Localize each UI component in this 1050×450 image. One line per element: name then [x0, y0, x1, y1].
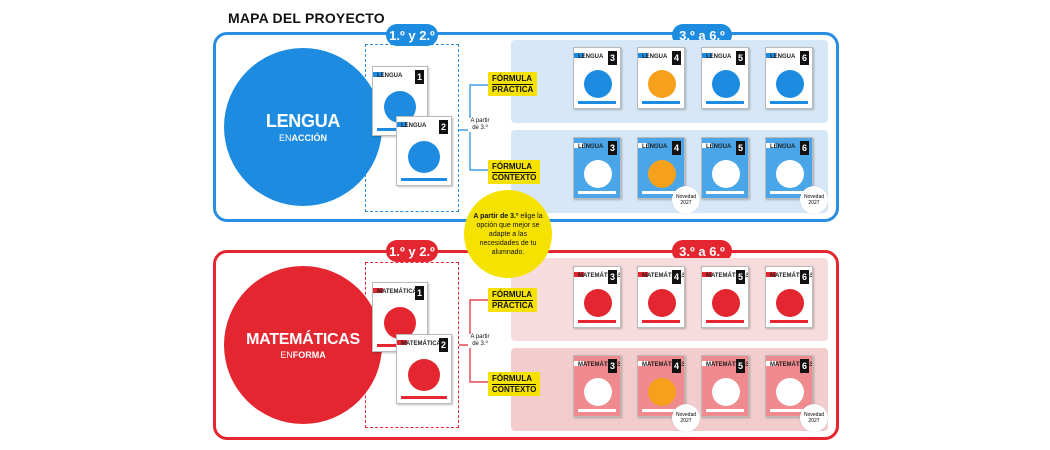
- choice-note-circle: A partir de 3.º elige la opción que mejo…: [464, 190, 552, 278]
- pencil-icon: [584, 70, 612, 98]
- matematicas-brand-circle: MATEMÁTICAS ENFORMA: [224, 266, 382, 424]
- ping-pong-icon: [648, 378, 676, 406]
- lengua-early-grades-badge: 1.º y 2.º: [386, 24, 438, 46]
- ping-pong-icon: [648, 289, 676, 317]
- hand-icon: [584, 160, 612, 188]
- matematicas-late-grades-badge: 3.º a 6.º: [672, 240, 732, 262]
- book-matematicas-2: MATEMÁTICAS 2: [396, 334, 452, 404]
- basketball-icon: [712, 160, 740, 188]
- ping-pong-icon: [648, 70, 676, 98]
- pencil-icon: [776, 378, 804, 406]
- car-icon: [408, 141, 440, 173]
- pencil-icon: [776, 289, 804, 317]
- lengua-brand-circle: LENGUA ENACCIÓN: [224, 48, 382, 206]
- matematicas-early-grades-box: [365, 262, 459, 428]
- page-title: MAPA DEL PROYECTO: [228, 10, 385, 26]
- pencil-icon: [584, 289, 612, 317]
- book-lengua-2: LENGUA 2: [396, 116, 452, 186]
- matematicas-name: MATEMÁTICAS: [246, 330, 360, 348]
- matematicas-subbrand: ENFORMA: [280, 349, 326, 360]
- matematicas-early-grades-badge: 1.º y 2.º: [386, 240, 438, 262]
- pencil-icon: [776, 70, 804, 98]
- pencil-icon: [384, 307, 416, 339]
- ping-pong-icon: [648, 160, 676, 188]
- basketball-icon: [712, 70, 740, 98]
- basketball-icon: [712, 289, 740, 317]
- hand-icon: [584, 378, 612, 406]
- pencil-icon: [776, 160, 804, 188]
- lengua-name: LENGUA: [265, 111, 341, 131]
- basketball-icon: [712, 378, 740, 406]
- car-icon: [408, 359, 440, 391]
- lengua-subbrand: ENACCIÓN: [278, 133, 327, 143]
